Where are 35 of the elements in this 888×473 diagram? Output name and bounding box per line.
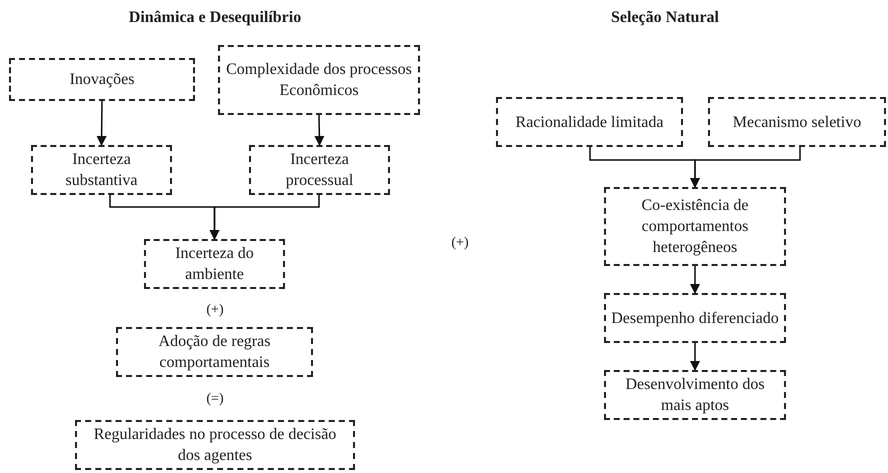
operator-label: (+) bbox=[206, 302, 224, 320]
box-text: Mecanismo seletivo bbox=[732, 112, 862, 132]
box-text: Co-existência de comportamentos heterogêneos bbox=[640, 196, 750, 258]
process-box bbox=[144, 239, 285, 289]
arrow bbox=[690, 147, 801, 188]
process-box bbox=[604, 293, 786, 343]
process-box bbox=[496, 97, 683, 147]
box-text: Racionalidade limitada bbox=[516, 112, 664, 132]
box-text: Desempenho diferenciado bbox=[611, 308, 779, 328]
box-text: Complexidade dos processos Econômicos bbox=[225, 60, 413, 101]
box-text: Adoção de regras comportamentais bbox=[158, 332, 272, 373]
process-box bbox=[708, 97, 886, 147]
arrow bbox=[96, 101, 107, 146]
box-text: Incerteza processual bbox=[284, 150, 354, 191]
arrow bbox=[314, 114, 324, 146]
arrow bbox=[690, 343, 700, 371]
process-box bbox=[31, 145, 172, 195]
box-text: Desenvolvimento dos mais aptos bbox=[624, 375, 766, 416]
process-box bbox=[75, 420, 355, 470]
process-box bbox=[604, 187, 786, 266]
process-box bbox=[218, 45, 420, 115]
box-text: Incerteza substantiva bbox=[64, 150, 138, 191]
process-box bbox=[249, 145, 390, 195]
arrow bbox=[210, 195, 320, 240]
box-text: Incerteza do ambiente bbox=[174, 244, 255, 285]
operator-label: (+) bbox=[451, 234, 469, 252]
box-text: Inovações bbox=[70, 70, 134, 90]
process-box bbox=[116, 327, 313, 377]
operator-label: (=) bbox=[206, 390, 224, 408]
arrow bbox=[690, 266, 700, 294]
process-box bbox=[9, 58, 195, 101]
section-heading: Dinâmica e Desequilíbrio bbox=[128, 8, 302, 28]
process-box bbox=[604, 370, 786, 420]
section-heading: Seleção Natural bbox=[611, 8, 719, 28]
box-text: Regularidades no processo de decisão dos agentes bbox=[92, 425, 338, 466]
